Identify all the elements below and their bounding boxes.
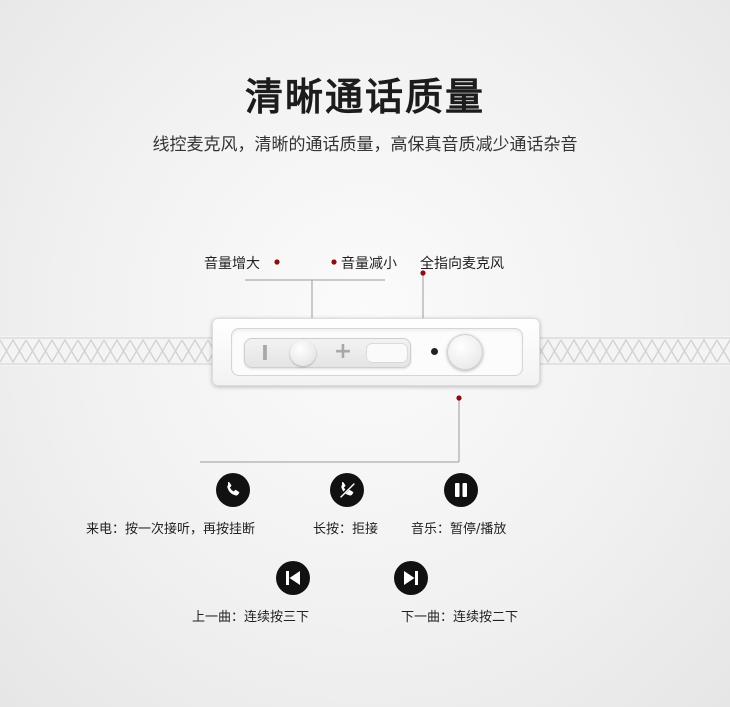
remote-panel: I + (231, 328, 523, 376)
phone-icon (216, 473, 250, 507)
caption-previous-track: 上一曲：连续按三下 (192, 610, 310, 625)
callout-dot-mic (420, 270, 426, 276)
callout-microphone: 全指向麦克风 (420, 256, 504, 272)
next-track-icon (394, 561, 428, 595)
microphone-hole (431, 348, 438, 355)
caption-next-track: 下一曲：连续按二下 (401, 610, 519, 625)
page-title: 清晰通话质量 (244, 75, 485, 119)
caption-answer-call: 来电：按一次接听，再按挂断 (86, 522, 256, 537)
multi-function-button[interactable] (447, 334, 483, 370)
cable-left (0, 336, 215, 366)
callout-volume-up: 音量增大 (204, 256, 260, 272)
volume-knob (290, 340, 316, 366)
callout-dot-mfb (456, 395, 462, 401)
callout-dot-vol-down (331, 259, 337, 265)
inline-remote: I + (212, 318, 540, 386)
volume-plus-symbol: + (333, 339, 353, 364)
previous-track-icon (276, 561, 310, 595)
cable-right (535, 336, 730, 366)
callout-volume-down: 音量减小 (341, 256, 397, 272)
callout-dot-vol-up (274, 259, 280, 265)
caption-play-pause: 音乐：暂停/播放 (411, 522, 507, 537)
hang-up-icon (330, 473, 364, 507)
volume-slider-strip (366, 343, 408, 363)
pause-icon (444, 473, 478, 507)
page-subtitle: 线控麦克风，清晰的通话质量，高保真音质减少通话杂音 (152, 135, 578, 155)
volume-minus-symbol: I (261, 341, 269, 365)
volume-rocker[interactable]: I + (244, 338, 411, 368)
caption-reject-call: 长按：拒接 (313, 522, 379, 537)
